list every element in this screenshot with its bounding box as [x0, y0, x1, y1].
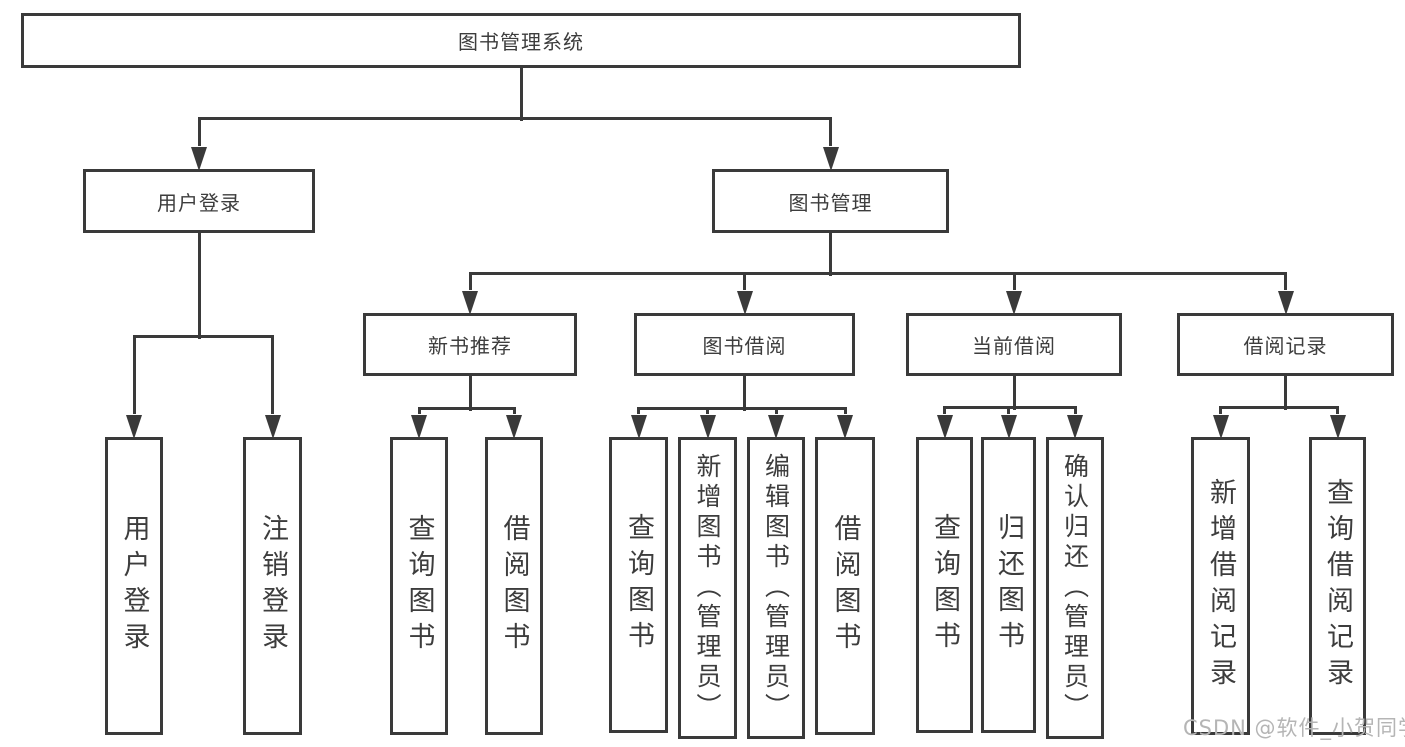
node-root: 图书管理系统: [21, 13, 1021, 68]
connector-drop: [774, 408, 778, 414]
node-label-leaf-user-login: 用户登录: [118, 514, 150, 658]
arrowhead-down-icon: [1067, 415, 1083, 439]
connector-drop: [706, 408, 709, 414]
node-leaf-confirm-return: 确认归还（管理员）: [1046, 437, 1104, 739]
arrowhead-down-icon: [1329, 415, 1346, 439]
node-label-user-login: 用户登录: [157, 190, 241, 215]
node-label-leaf-query-record: 查询借阅记录: [1322, 478, 1353, 694]
connector-drop: [1219, 407, 1222, 414]
node-label-leaf-logout: 注销登录: [257, 514, 288, 658]
connector-drop: [132, 336, 136, 414]
arrowhead-down-icon: [1212, 415, 1229, 439]
node-label-borrow-records: 借阅记录: [1243, 334, 1328, 358]
connector-drop: [468, 273, 472, 290]
connector-bus: [197, 116, 832, 120]
arrowhead-down-icon: [936, 415, 953, 439]
connector-drop: [417, 408, 421, 414]
arrowhead-down-icon: [768, 415, 784, 439]
node-leaf-query-record: 查询借阅记录: [1309, 437, 1366, 735]
node-leaf-user-login: 用户登录: [105, 437, 163, 735]
arrowhead-down-icon: [264, 415, 281, 439]
node-user-login: 用户登录: [83, 169, 315, 233]
connector-drop: [1073, 407, 1077, 414]
node-leaf-query-book-2: 查询图书: [609, 437, 668, 733]
node-borrow-records: 借阅记录: [1177, 313, 1394, 376]
arrowhead-down-icon: [126, 415, 142, 439]
watermark: CSDN @软件_小贺同学: [1183, 716, 1405, 740]
arrowhead-down-icon: [699, 415, 716, 439]
connector-drop: [637, 408, 640, 414]
arrowhead-down-icon: [191, 147, 207, 171]
node-label-current-borrow: 当前借阅: [972, 334, 1056, 358]
connector-bus: [468, 271, 1287, 275]
arrowhead-down-icon: [1006, 291, 1022, 315]
node-leaf-query-book-3: 查询图书: [916, 437, 973, 733]
connector-stem: [197, 233, 201, 339]
node-leaf-borrow-book-1: 借阅图书: [485, 437, 543, 735]
connector-stem: [519, 68, 523, 121]
node-label-book-mgmt: 图书管理: [788, 190, 873, 215]
connector-drop: [1284, 273, 1287, 290]
node-leaf-logout: 注销登录: [243, 437, 302, 735]
node-leaf-add-record: 新增借阅记录: [1191, 437, 1250, 735]
connector-stem: [1012, 376, 1016, 410]
node-label-book-borrow: 图书借阅: [702, 334, 787, 358]
node-label-leaf-query-book-1: 查询图书: [403, 514, 435, 658]
node-label-leaf-add-book: 新增图书（管理员）: [693, 453, 722, 723]
node-label-leaf-add-record: 新增借阅记录: [1205, 478, 1236, 694]
node-new-book-rec: 新书推荐: [363, 313, 577, 376]
connector-drop: [743, 273, 746, 290]
arrowhead-down-icon: [822, 147, 839, 171]
node-leaf-borrow-book-2: 借阅图书: [815, 437, 875, 735]
node-leaf-add-book: 新增图书（管理员）: [678, 437, 737, 739]
connector-bus: [637, 406, 847, 410]
node-label-leaf-query-book-2: 查询图书: [623, 513, 654, 657]
arrowhead-down-icon: [1000, 415, 1017, 439]
node-label-leaf-borrow-book-2: 借阅图书: [829, 514, 861, 658]
connector-stem: [1284, 376, 1287, 410]
connector-stem: [743, 376, 746, 411]
connector-drop: [271, 336, 274, 414]
arrowhead-down-icon: [630, 415, 647, 439]
node-leaf-edit-book: 编辑图书（管理员）: [747, 437, 805, 739]
arrowhead-down-icon: [462, 291, 478, 315]
arrowhead-down-icon: [1277, 291, 1294, 315]
node-label-leaf-borrow-book-1: 借阅图书: [498, 514, 530, 658]
connector-stem: [829, 233, 832, 276]
connector-stem: [468, 376, 472, 411]
arrowhead-down-icon: [506, 415, 522, 439]
node-book-mgmt: 图书管理: [712, 169, 949, 233]
node-label-root: 图书管理系统: [458, 30, 584, 54]
node-leaf-query-book-1: 查询图书: [390, 437, 448, 735]
arrowhead-down-icon: [837, 415, 853, 439]
connector-drop: [843, 408, 847, 414]
connector-bus: [417, 406, 516, 410]
connector-drop: [1007, 407, 1010, 414]
node-label-leaf-query-book-3: 查询图书: [929, 513, 960, 657]
connector-drop: [943, 407, 946, 414]
arrowhead-down-icon: [411, 415, 427, 439]
node-book-borrow: 图书借阅: [634, 313, 855, 376]
connector-drop: [197, 118, 201, 146]
connector-drop: [512, 408, 516, 414]
node-leaf-return-book: 归还图书: [981, 437, 1036, 733]
connector-drop: [829, 118, 832, 146]
node-label-leaf-return-book: 归还图书: [993, 513, 1024, 657]
node-label-new-book-rec: 新书推荐: [428, 334, 512, 358]
arrowhead-down-icon: [736, 291, 753, 315]
node-label-leaf-confirm-return: 确认归还（管理员）: [1060, 453, 1090, 723]
connector-bus: [132, 334, 274, 338]
node-label-leaf-edit-book: 编辑图书（管理员）: [761, 453, 791, 723]
connector-drop: [1336, 407, 1339, 414]
connector-drop: [1012, 273, 1016, 290]
connector-bus: [1219, 405, 1339, 409]
node-current-borrow: 当前借阅: [906, 313, 1122, 376]
